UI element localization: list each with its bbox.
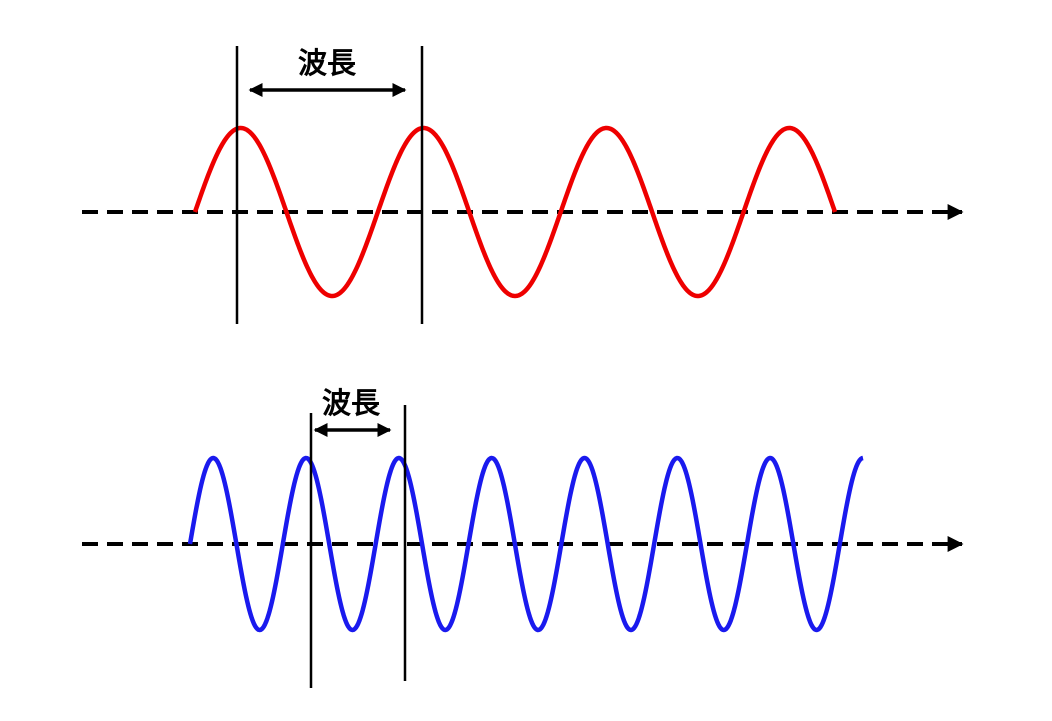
top-wavelength-label: 波長 xyxy=(298,46,357,80)
bottom-wavelength-label: 波長 xyxy=(322,386,381,420)
top-wave-curve xyxy=(192,125,838,299)
top-wave-panel: 波長 xyxy=(82,46,964,324)
bottom-wave-panel: 波長 xyxy=(82,386,964,688)
bottom-wave-curve xyxy=(187,455,865,633)
